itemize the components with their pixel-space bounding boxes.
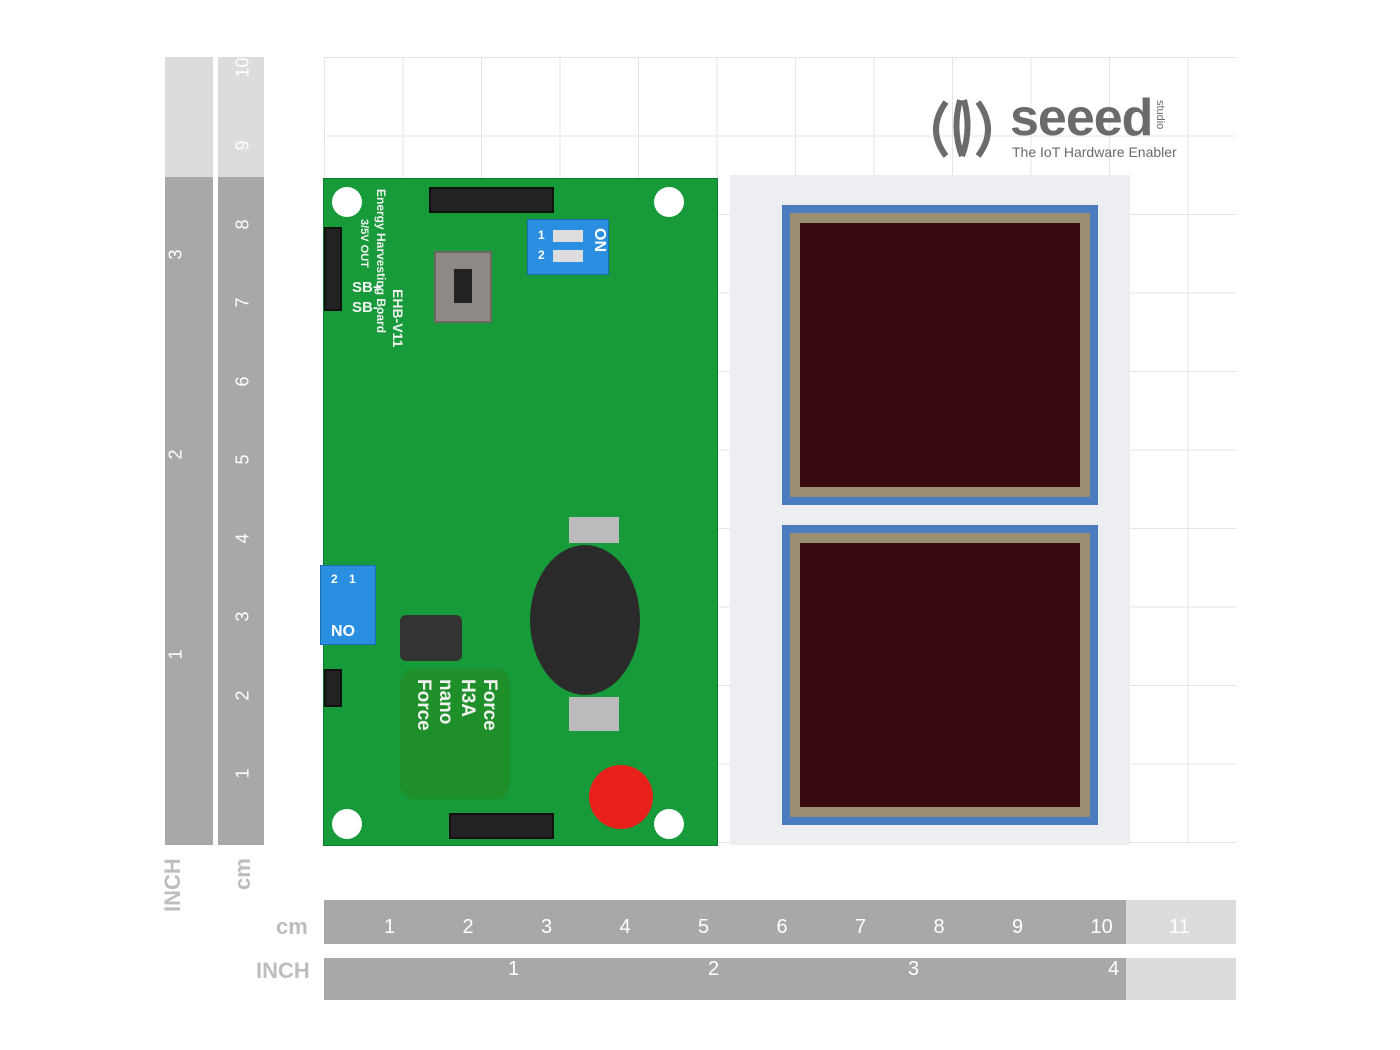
vertical-inch-unit: INCH <box>160 858 185 912</box>
ruler-label: 8 <box>232 219 253 230</box>
dip-1-label: 1 <box>538 228 545 242</box>
vertical-inch-ruler: 1 2 3 <box>165 57 213 845</box>
battery-clip <box>569 697 619 731</box>
ruler-label: 5 <box>698 916 710 938</box>
dip-on-label: ON <box>331 621 355 638</box>
horizontal-inch-ruler: 1 2 3 4 <box>324 958 1236 1000</box>
ruler-label: 4 <box>619 916 631 938</box>
solar-cell-bottom <box>782 525 1098 825</box>
solar-cell-top <box>782 205 1098 505</box>
pin-header-battery <box>324 669 342 707</box>
ruler-label: 7 <box>855 916 867 938</box>
ruler-label: 4 <box>1108 958 1120 980</box>
logo-brand: seeed <box>1010 89 1153 147</box>
ruler-label: 2 <box>232 690 253 701</box>
battery-clip <box>569 517 619 543</box>
ruler-label: 3 <box>908 958 920 980</box>
board-subtitle: Energy Harvesting Board <box>374 189 388 334</box>
dip-on-label: ON <box>591 228 608 252</box>
inductor <box>400 615 462 661</box>
dip-1-label: 1 <box>349 572 356 586</box>
mount-hole <box>654 809 684 839</box>
sb-plus-label: SB+ <box>352 279 382 296</box>
coin-cell-holder <box>530 545 640 695</box>
dip-switch-top[interactable]: ON 1 2 <box>527 219 609 275</box>
pin-header-top <box>429 187 554 213</box>
seeed-logo: seeed studio The IoT Hardware Enabler <box>926 89 1177 165</box>
logo-tagline: The IoT Hardware Enabler <box>1012 144 1177 160</box>
ruler-label: 2 <box>165 449 186 460</box>
slide-switch[interactable] <box>434 251 492 323</box>
ruler-label: 8 <box>933 916 945 938</box>
logo-studio: studio <box>1154 100 1166 130</box>
horizontal-cm-unit: cm <box>276 914 308 939</box>
pin-header-left <box>324 227 342 311</box>
ruler-label: 1 <box>232 768 253 779</box>
ruler-label: 2 <box>708 958 720 980</box>
energy-harvesting-board: Energy Harvesting Board EHB-V11 3/5V OUT… <box>320 178 718 846</box>
ruler-label: 1 <box>508 958 520 980</box>
pin-header-bottom <box>449 813 554 839</box>
ruler-label: 11 <box>1169 916 1190 938</box>
ruler-label: 9 <box>1012 916 1024 938</box>
dip-switch-left[interactable]: ON 1 2 <box>320 565 376 645</box>
ruler-label: 3 <box>541 916 553 938</box>
vertical-cm-ruler: 1 2 3 4 5 6 7 8 9 10 <box>218 57 264 845</box>
ruler-label: 5 <box>232 454 253 465</box>
ruler-label: 3 <box>165 249 186 260</box>
sb-minus-label: SB- <box>352 299 378 316</box>
ruler-label: 1 <box>165 649 186 660</box>
ruler-label: 1 <box>384 916 396 938</box>
dip-2-label: 2 <box>331 572 338 586</box>
red-button[interactable] <box>589 765 653 829</box>
horizontal-inch-unit: INCH <box>256 958 310 983</box>
mount-hole <box>332 187 362 217</box>
board-name: EHB-V11 <box>390 289 406 348</box>
seeed-logo-icon <box>933 99 991 158</box>
vertical-cm-unit: cm <box>230 858 255 890</box>
ruler-label: 2 <box>462 916 474 938</box>
solar-panel <box>730 175 1130 845</box>
ruler-label: 10 <box>1090 916 1113 938</box>
ruler-label: 10 <box>232 56 253 78</box>
out-label: 3/5V OUT <box>358 219 370 268</box>
horizontal-cm-ruler: 1 2 3 4 5 6 7 8 9 10 11 <box>324 900 1236 944</box>
ruler-label: 3 <box>232 611 253 622</box>
mount-hole <box>332 809 362 839</box>
ruler-label: 4 <box>232 533 253 544</box>
ruler-label: 6 <box>232 376 253 387</box>
ruler-label: 9 <box>232 140 253 151</box>
dip-2-label: 2 <box>538 248 545 262</box>
ruler-label: 7 <box>232 297 253 308</box>
ruler-label: 6 <box>776 916 788 938</box>
mount-hole <box>654 187 684 217</box>
